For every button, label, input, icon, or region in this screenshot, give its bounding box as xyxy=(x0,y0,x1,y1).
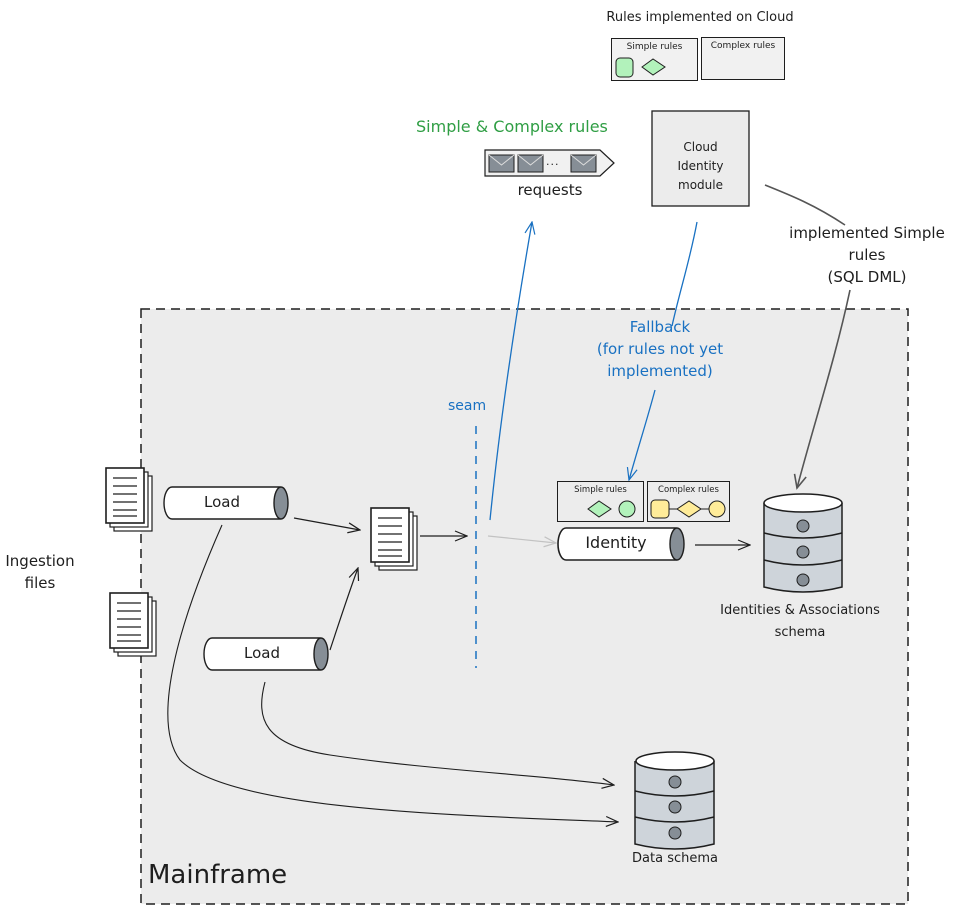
identity-label: Identity xyxy=(585,533,647,552)
legend-complex-rules-label: Complex rules xyxy=(710,41,776,51)
seam-label: seam xyxy=(448,398,487,414)
load2-to-staged-arrow xyxy=(329,568,358,651)
identity-complex-rule-shapes xyxy=(650,499,726,519)
load-cylinder-2 xyxy=(203,637,329,671)
cloud-module-line: Identity xyxy=(677,159,724,173)
identity-cylinder xyxy=(557,527,685,561)
load1-to-staged-arrow xyxy=(293,517,360,530)
identities-database-icon xyxy=(763,493,843,593)
ingestion-files-label: Ingestion files xyxy=(0,550,80,594)
request-queue xyxy=(484,149,615,177)
queue-ellipsis: ... xyxy=(546,155,560,168)
identity-simple-rule-shapes xyxy=(587,500,636,518)
seam-to-identity-arrow xyxy=(487,535,556,543)
data-schema-label: Data schema xyxy=(632,851,718,866)
load-1-label: Load xyxy=(204,493,240,511)
annotation-line: rules xyxy=(848,246,886,264)
annotation-line: Fallback xyxy=(629,318,691,336)
legend-complex-rules-box: Complex rules xyxy=(701,37,785,80)
queue-heading: Simple & Complex rules xyxy=(416,117,608,136)
seam-to-requests-arrow xyxy=(489,222,532,521)
mainframe-title: Mainframe xyxy=(148,860,288,890)
identity-complex-rules-label: Complex rules xyxy=(658,485,719,495)
queue-label: requests xyxy=(517,181,583,199)
load1-to-data-schema-arrow xyxy=(167,524,618,822)
implemented-simple-rules-annotation: implemented Simple rules (SQL DML) xyxy=(770,222,964,288)
ingestion-file-stack-1 xyxy=(105,467,153,532)
cloud-identity-module-box xyxy=(651,110,750,207)
annotation-line: (for rules not yet xyxy=(596,340,724,358)
fallback-connector xyxy=(671,221,698,327)
cloud-module-line: Cloud xyxy=(683,140,718,154)
envelope-icon xyxy=(488,154,515,173)
load-cylinder-1 xyxy=(163,486,289,520)
annotation-line: implemented) xyxy=(607,362,713,380)
fallback-arrow xyxy=(629,389,656,480)
legend-title: Rules implemented on Cloud xyxy=(606,10,794,25)
implemented-rules-arrow xyxy=(793,289,851,490)
envelope-icon xyxy=(570,154,597,173)
identity-simple-rules-box: Simple rules xyxy=(557,481,644,522)
load2-to-data-schema-arrow xyxy=(261,681,614,785)
fallback-annotation: Fallback (for rules not yet implemented) xyxy=(545,316,775,382)
legend-simple-rules-box: Simple rules xyxy=(611,38,698,81)
envelope-icon xyxy=(517,154,544,173)
db-label-line: schema xyxy=(774,625,826,640)
db-label-line: Identities & Associations xyxy=(720,603,880,618)
ingestion-file-stack-2 xyxy=(109,592,157,657)
identity-simple-rules-label: Simple rules xyxy=(574,485,627,495)
data-database-icon xyxy=(634,751,715,850)
cloud-module-line: module xyxy=(678,178,723,192)
mainframe-boundary xyxy=(140,308,909,905)
ingestion-label-line: Ingestion xyxy=(5,552,75,570)
legend-simple-rules-label: Simple rules xyxy=(626,42,683,52)
identities-db-label: Identities & Associations schema xyxy=(680,600,920,644)
implemented-rules-connector xyxy=(764,184,846,226)
annotation-line: (SQL DML) xyxy=(827,268,907,286)
annotation-line: implemented Simple xyxy=(789,224,945,242)
cloud-identity-module-label: Cloud Identity module xyxy=(652,138,749,195)
identity-complex-rules-box: Complex rules xyxy=(647,481,730,522)
staged-file-stack xyxy=(370,507,418,571)
ingestion-label-line: files xyxy=(24,574,56,592)
load-2-label: Load xyxy=(244,644,280,662)
